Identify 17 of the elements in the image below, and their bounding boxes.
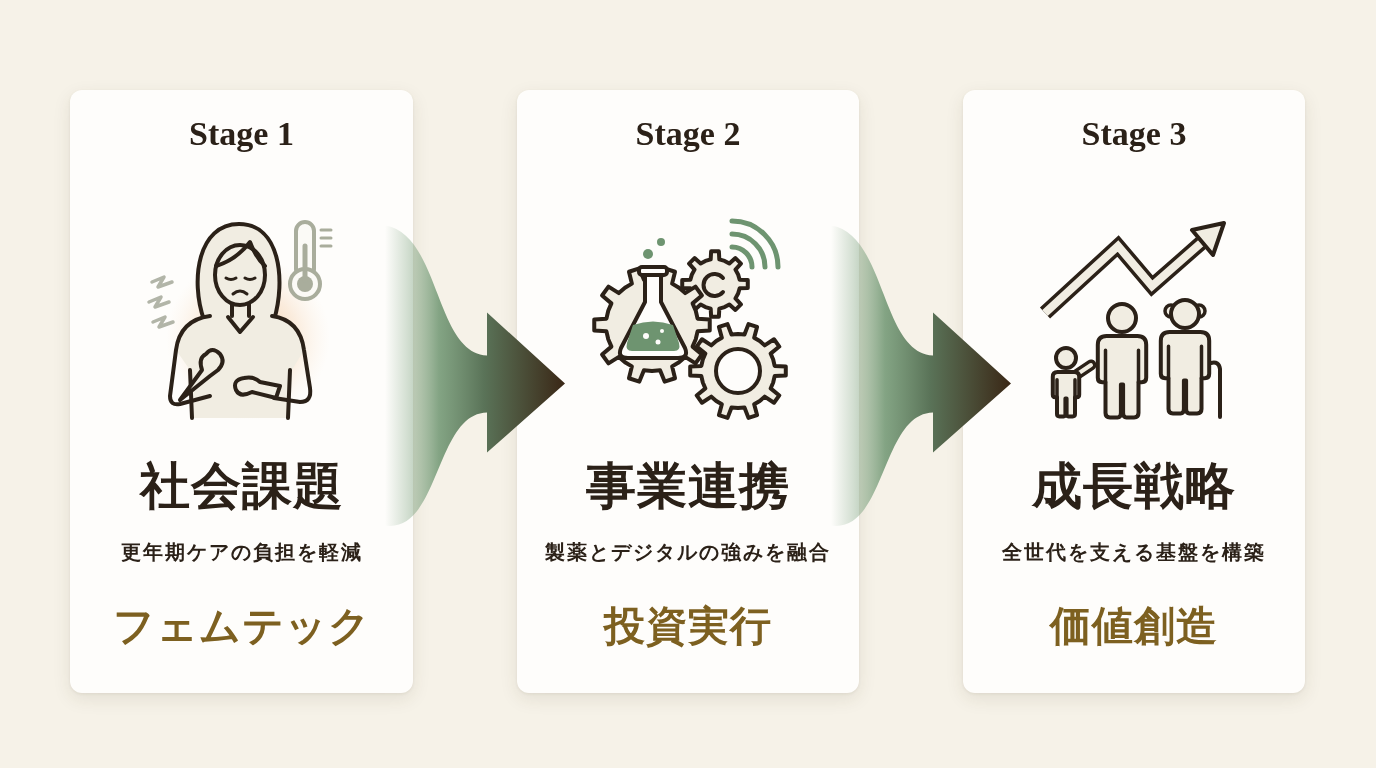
stage-label: Stage 3	[1081, 114, 1187, 154]
stage-label: Stage 2	[635, 114, 741, 154]
stage-description: 全世代を支える基盤を構築	[1002, 540, 1266, 564]
stage-card	[70, 90, 413, 693]
stage-description: 更年期ケアの負担を軽減	[120, 540, 363, 564]
stage-title: 社会課題	[139, 456, 344, 516]
stage-label: Stage 1	[189, 114, 294, 154]
stage-card	[517, 90, 859, 693]
stage-card	[963, 90, 1305, 693]
stage-keyword: 価値創造	[1050, 602, 1218, 652]
arrow	[831, 225, 1011, 526]
stage-title: 事業連携	[586, 456, 790, 516]
stage-title: 成長戦略	[1032, 456, 1236, 516]
stage-description: 製薬とデジタルの強みを融合	[545, 540, 831, 564]
stage-keyword: フェムテック	[112, 602, 371, 652]
arrow	[385, 225, 565, 526]
stage-keyword: 投資実行	[604, 602, 772, 652]
